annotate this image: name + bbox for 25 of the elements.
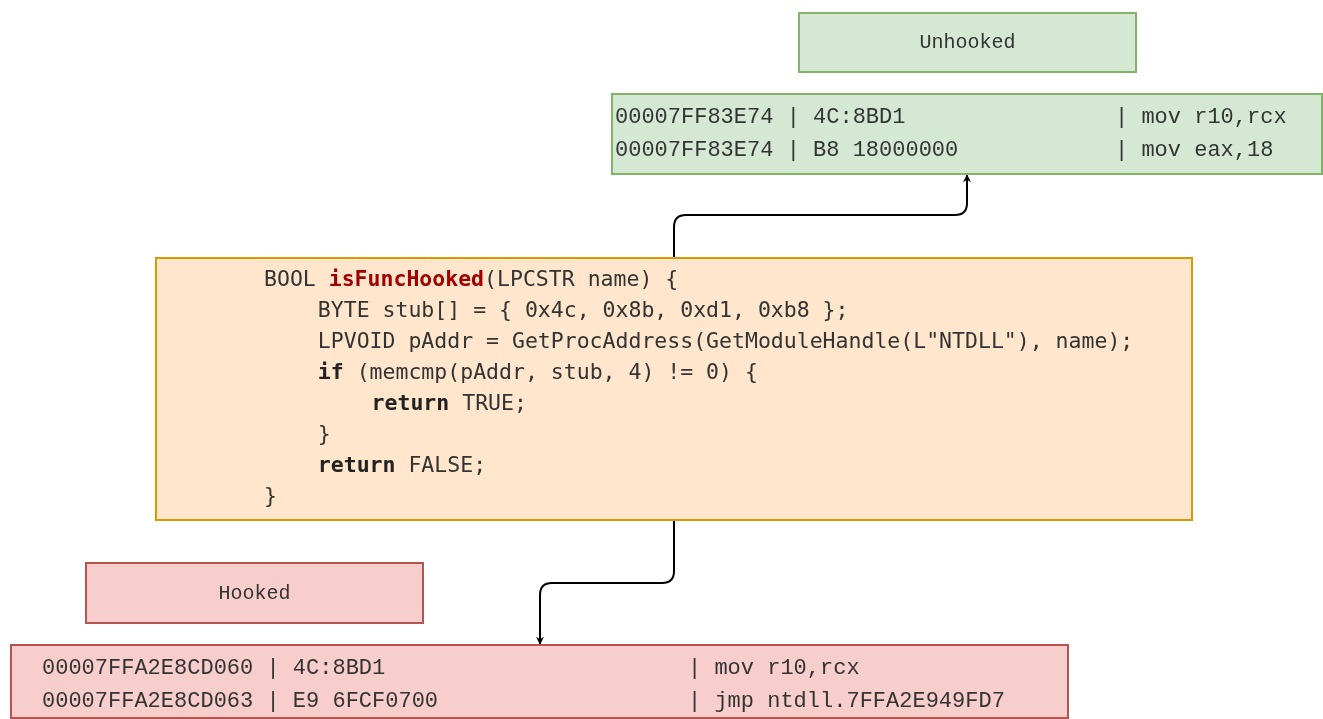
code-line: return FALSE; [317,451,487,479]
title-box [798,12,1137,73]
arrow [673,174,971,258]
code-line: BYTE stub[] = { 0x4c, 0x8b, 0xd1, 0xb8 }; [317,296,849,324]
title-box [85,562,424,624]
code-line: } [317,420,331,448]
address-bytes-text: 00007FF83E74 | B8 18000000 [615,138,959,164]
code-line: if (memcmp(pAddr, stub, 4) != 0) { [317,358,758,386]
instruction-text: | mov r10,rcx [688,656,860,682]
instruction-text: | jmp ntdll.7FFA2E949FD7 [688,689,1005,715]
code-box [155,257,1193,521]
address-bytes-text: 00007FFA2E8CD060 | 4C:8BD1 [42,656,386,682]
instruction-text: | mov r10,rcx [1115,105,1287,131]
instruction-text: | mov eax,18 [1115,138,1274,164]
code-line: return TRUE; [371,389,527,417]
code-line: BOOL isFuncHooked(LPCSTR name) { [264,265,679,293]
arrow [536,520,675,645]
assembly-listing-box [611,93,1323,175]
box-label: Unhooked [919,31,1016,54]
assembly-listing-box [10,644,1069,719]
code-line: LPVOID pAddr = GetProcAddress(GetModuleHandle(L"NTDLL"), name); [317,327,1134,355]
box-label: Hooked [218,581,291,605]
code-line: } [264,482,277,510]
address-bytes-text: 00007FFA2E8CD063 | E9 6FCF0700 [42,689,439,715]
address-bytes-text: 00007FF83E74 | 4C:8BD1 [615,105,906,131]
